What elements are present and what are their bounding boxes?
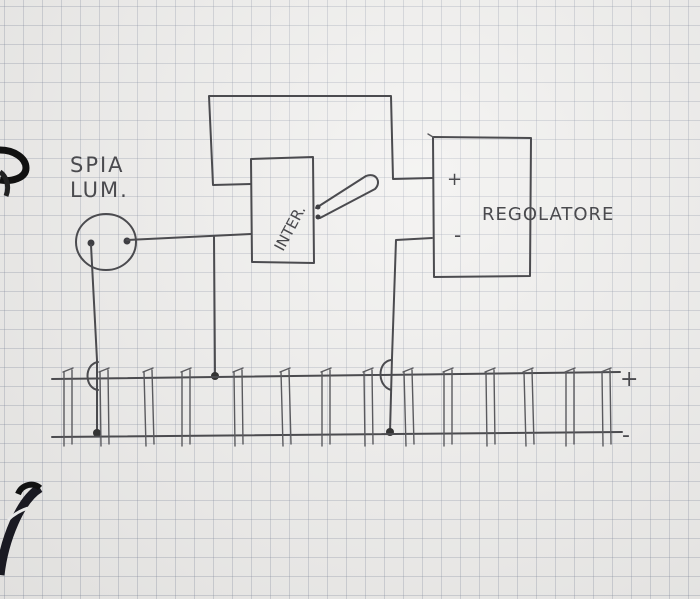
- wiring: [90, 95, 433, 434]
- terminal-block: [600, 367, 612, 447]
- regulator-minus-terminal: -: [454, 223, 461, 247]
- terminal-block: [362, 367, 374, 447]
- junction-dots: [93, 372, 394, 437]
- regulator-plus-terminal: +: [447, 169, 462, 190]
- bus-positive: [51, 371, 621, 380]
- binder-ring-bottom: [0, 481, 43, 576]
- regulator-symbol: REGOLATORE + -: [427, 133, 614, 278]
- terminal-block: [232, 367, 244, 447]
- terminal-block: [484, 367, 496, 447]
- lamp-label-line2: LUM.: [70, 178, 129, 202]
- terminal-block: [522, 367, 535, 447]
- switch-symbol: INTER.: [250, 156, 379, 264]
- terminal-block: [442, 367, 454, 447]
- terminal-block: [98, 367, 110, 447]
- bus-negative: [51, 431, 623, 438]
- bus-minus-label: -: [622, 423, 630, 448]
- switch-label: INTER.: [271, 202, 310, 254]
- terminal-block: [279, 367, 292, 447]
- terminal-block: [402, 367, 415, 447]
- terminal-block: [62, 367, 74, 447]
- terminal-block: [180, 367, 192, 447]
- terminal-block: [320, 367, 332, 447]
- binder-ring-top: [0, 146, 30, 197]
- wire-bridge-right: [379, 359, 392, 391]
- warning-lamp-symbol: [75, 213, 137, 271]
- regulator-label: REGOLATORE: [482, 204, 614, 225]
- wire-bridge-left: [86, 361, 99, 391]
- terminal-strip: [62, 367, 612, 447]
- lamp-label-line1: SPIA: [70, 153, 125, 177]
- terminal-block: [564, 367, 576, 447]
- bus-plus-label: +: [620, 367, 638, 392]
- terminal-block: [142, 367, 155, 447]
